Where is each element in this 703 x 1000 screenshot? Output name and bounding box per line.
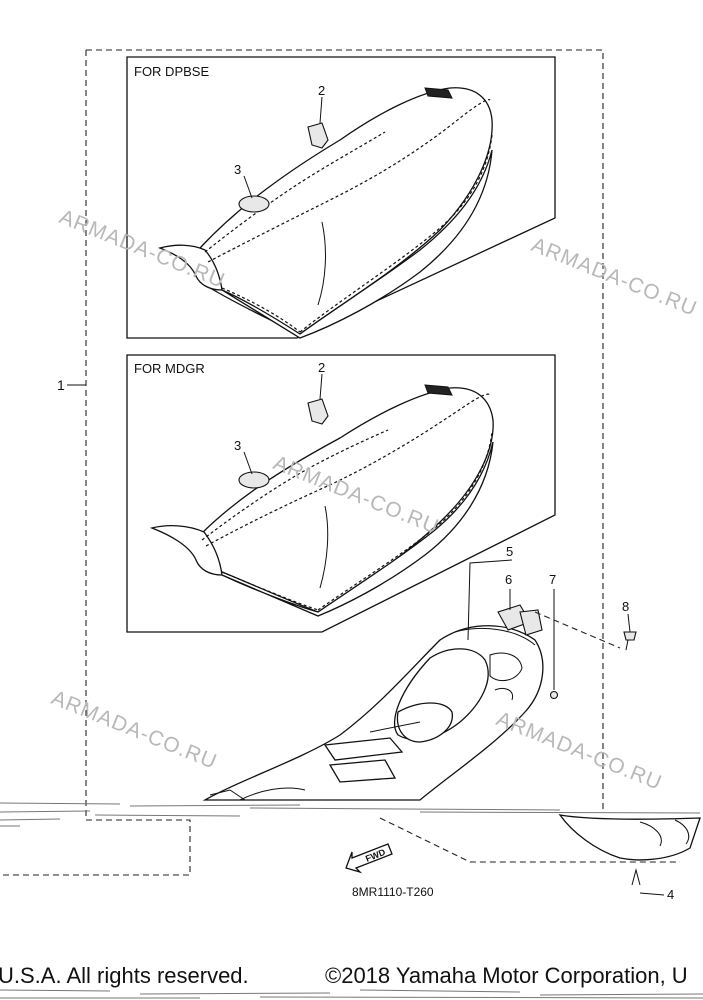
callout-7: 7: [549, 572, 556, 587]
bottom-callout-2: 2: [318, 360, 325, 375]
seat-dpbse: [157, 87, 493, 339]
footer-copyright: ©2018 Yamaha Motor Corporation, U: [325, 963, 688, 988]
watermark-5: ARMADA-CO.RU: [493, 707, 665, 794]
panel-dpbse-title: FOR DPBSE: [134, 64, 209, 79]
watermark-2: ARMADA-CO.RU: [528, 233, 700, 320]
panel-mdgr: FOR MDGR 2 3: [126, 354, 556, 633]
callouts-lower: 5 6 7 8 4: [467, 544, 674, 902]
top-callout-2: 2: [318, 83, 325, 98]
fwd-arrow: FWD: [345, 843, 393, 874]
bottom-callout-2-leader: [319, 373, 323, 400]
fwd-arrow-label: FWD: [364, 847, 387, 864]
top-callout-3: 3: [234, 162, 241, 177]
callout-4: 4: [667, 887, 674, 902]
watermark-4: ARMADA-CO.RU: [48, 686, 220, 773]
top-callout-3-leader: [243, 175, 253, 199]
seat-mdgr: [149, 384, 494, 617]
latch-parts: [497, 604, 641, 886]
callout-5: 5: [506, 544, 513, 559]
callout-6: 6: [505, 572, 512, 587]
bottom-callout-3: 3: [234, 438, 241, 453]
top-callout-2-leader: [319, 96, 323, 124]
footer-rights: U.S.A. All rights reserved.: [0, 963, 249, 988]
scan-noise: [0, 802, 703, 999]
assembly-outline: [0, 49, 680, 876]
diagram-code: 8MR1110-T260: [352, 885, 434, 899]
callout-1: 1: [57, 377, 65, 393]
hull-deck: [202, 625, 701, 861]
bottom-callout-3-leader: [243, 451, 253, 475]
panel-dpbse: FOR DPBSE 2 3: [126, 56, 556, 339]
panel-mdgr-title: FOR MDGR: [134, 361, 205, 376]
callout-8: 8: [622, 599, 629, 614]
